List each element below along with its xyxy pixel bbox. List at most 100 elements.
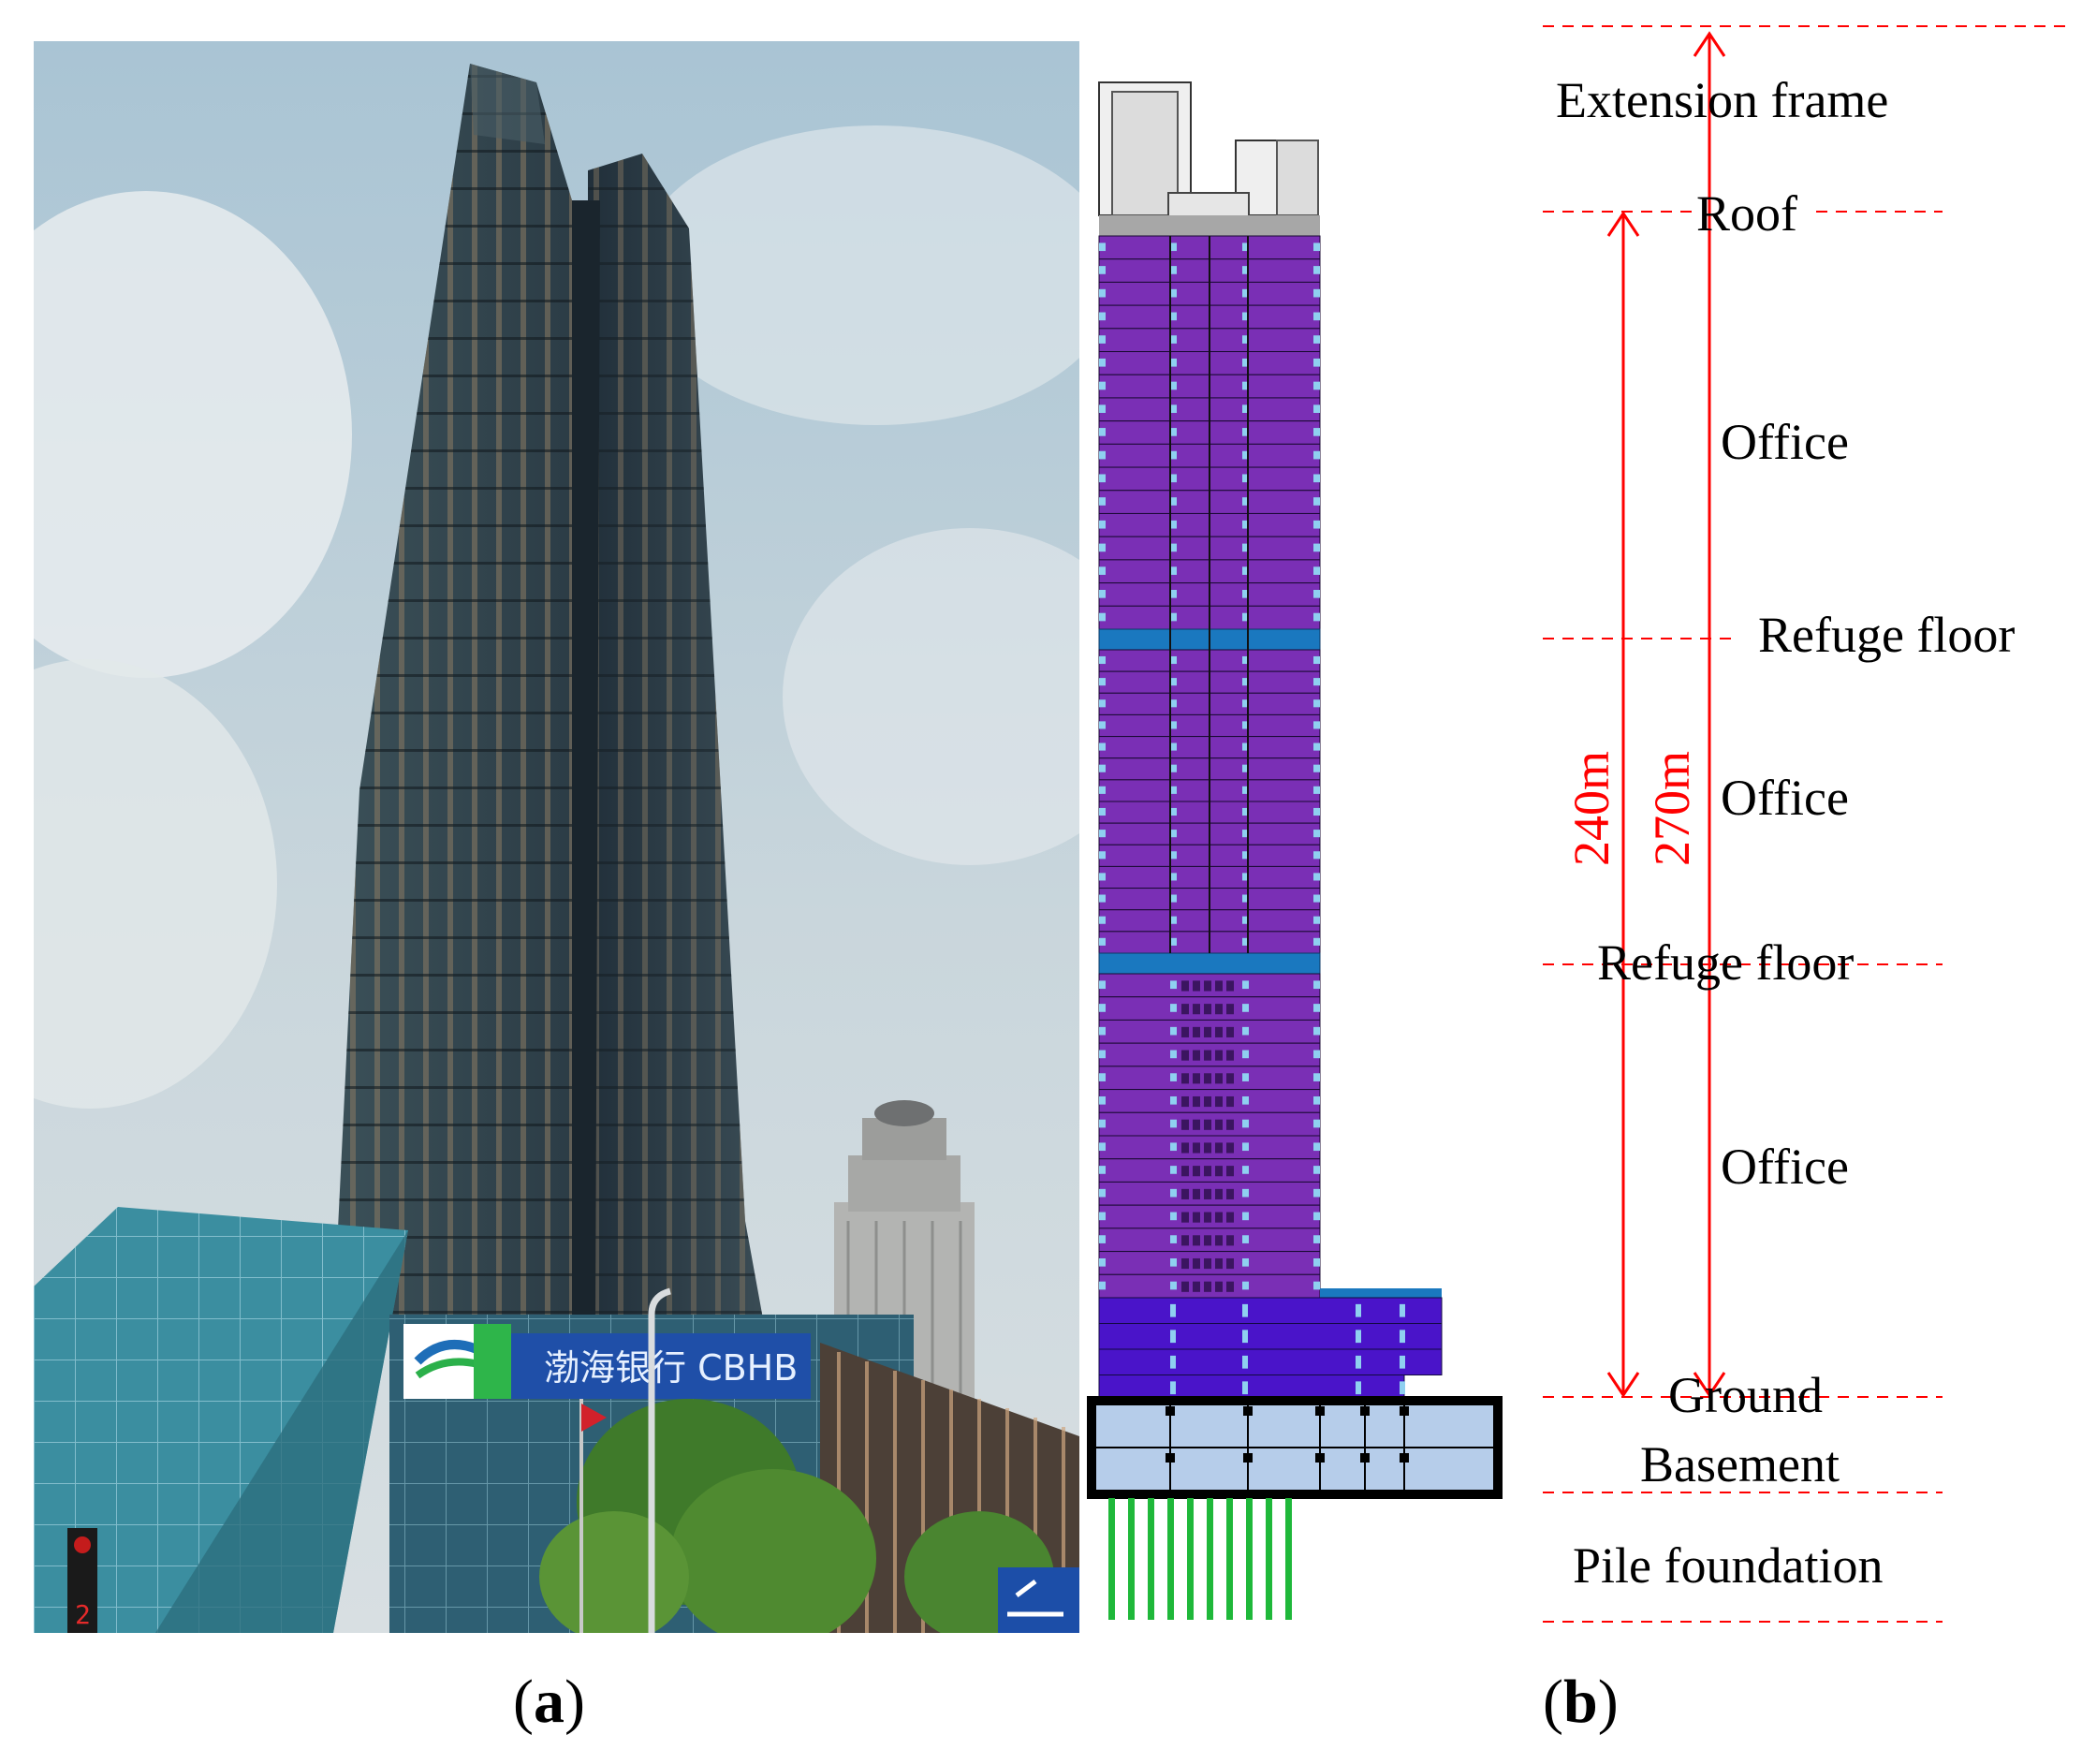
core-opening [1204,1095,1211,1108]
core-opening [1181,1119,1189,1130]
window-tick [1313,830,1320,838]
bank-sign: 渤海银行 CBHB [544,1347,798,1389]
window-tick [1099,381,1106,390]
core-opening [1226,1166,1234,1177]
window-tick [1099,1166,1106,1174]
window-tick [1099,1142,1106,1152]
column-head [1166,1453,1175,1463]
window-tick [1313,764,1320,772]
window-tick [1313,1095,1320,1105]
core-opening [1193,1212,1200,1223]
window-tick [1242,1026,1249,1036]
window-tick [1242,830,1249,838]
section-diagram: 240m 270m Extension frame Roof Office Re… [1087,25,2071,1623]
window-tick [1313,381,1320,390]
window-tick [1242,1119,1249,1128]
window-tick [1242,699,1249,708]
core-opening [1204,1142,1211,1154]
core-opening [1215,1212,1223,1223]
window-tick [1170,873,1177,881]
core-opening [1193,1004,1200,1015]
core-opening [1226,1281,1234,1292]
window-tick [1242,873,1249,881]
core-opening [1181,1257,1189,1270]
window-tick [1313,1050,1320,1059]
pile [1246,1498,1253,1620]
arrowhead-270m-bottom [1693,1372,1726,1398]
window-tick [1170,786,1177,794]
window-tick [1170,497,1177,506]
window-tick [1356,1303,1361,1317]
window-tick [1242,894,1249,903]
column-head [1315,1453,1325,1463]
window-tick [1170,1142,1177,1152]
window-tick [1099,937,1106,946]
core-opening [1193,1050,1200,1061]
window-tick [1313,288,1320,298]
cloud [633,125,1079,425]
window-tick [1313,404,1320,413]
window-tick [1242,937,1249,946]
window-tick [1242,404,1249,413]
core-opening [1193,980,1200,992]
window-tick [1099,404,1106,413]
window-tick [1099,243,1106,252]
core-opening [1181,1212,1189,1223]
window-tick [1099,721,1106,729]
window-tick [1313,566,1320,575]
window-tick [1170,428,1177,436]
refuge-floor [1098,952,1321,975]
window-tick [1170,1281,1177,1290]
core-opening [1193,1073,1200,1084]
window-tick [1242,1257,1249,1267]
label-roof: Roof [1696,185,1797,242]
core-opening [1193,1142,1200,1154]
label-extension-frame: Extension frame [1556,72,1888,128]
window-tick [1242,1188,1249,1198]
window-tick [1170,543,1177,552]
window-tick [1242,1235,1249,1243]
column-head [1166,1406,1175,1416]
window-tick [1242,1004,1249,1012]
window-tick [1170,1188,1177,1198]
flag [581,1404,607,1432]
core-opening [1215,980,1223,992]
core-opening [1193,1281,1200,1292]
core-opening [1226,1073,1234,1084]
window-tick [1099,1119,1106,1128]
extension-frame-structure [1098,81,1320,236]
window-tick [1242,566,1249,575]
window-tick [1170,474,1177,483]
window-tick [1170,1166,1177,1174]
core-opening [1226,1004,1234,1015]
core-opening [1181,1095,1189,1108]
core-opening [1226,1050,1234,1061]
core-opening [1204,1212,1211,1223]
window-tick [1242,1095,1249,1105]
window-tick [1170,335,1177,344]
dimension-arrows [1606,31,1726,1398]
window-tick [1242,1381,1248,1395]
caption-a-letter: a [533,1668,564,1736]
window-tick [1099,1235,1106,1243]
window-tick [1099,566,1106,575]
window-tick [1099,1073,1106,1081]
pile [1285,1498,1292,1620]
caption-a: (a) [513,1668,585,1736]
window-tick [1400,1303,1405,1317]
window-tick [1170,566,1177,575]
dimension-240m: 240m [1563,751,1620,866]
core-opening [1215,1095,1223,1108]
tower-photo: 渤海银行 CBHB 2 [34,41,1079,1633]
window-tick [1313,894,1320,903]
window-tick [1170,1095,1177,1105]
window-tick [1313,428,1320,436]
traffic-light: 2 [67,1528,97,1633]
window-tick [1170,937,1177,946]
label-ground: Ground [1668,1367,1823,1423]
pile [1108,1498,1115,1620]
window-tick [1242,764,1249,772]
main-tower [333,64,764,1324]
window-tick [1242,497,1249,506]
window-tick [1313,916,1320,924]
